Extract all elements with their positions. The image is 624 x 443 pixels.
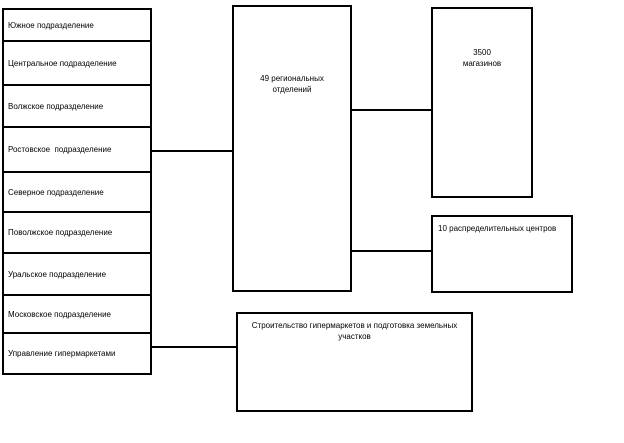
regional-offices-line1: 49 региональных bbox=[260, 74, 324, 83]
construction-box: Строительство гипермаркетов и подготовка… bbox=[236, 312, 473, 412]
division-box: Московское подразделение bbox=[4, 296, 150, 334]
connector-regional-to-distribution bbox=[352, 250, 431, 252]
regional-offices-box: 49 региональных отделений bbox=[232, 5, 352, 292]
division-box: Волжское подразделение bbox=[4, 86, 150, 128]
division-label: Поволжское подразделение bbox=[8, 228, 113, 237]
division-box: Управление гипермаркетами bbox=[4, 334, 150, 373]
division-label: Управление гипермаркетами bbox=[8, 349, 116, 358]
distribution-centers-label: 10 распределительных центров bbox=[438, 224, 557, 233]
division-box: Уральское подразделение bbox=[4, 254, 150, 296]
stores-count: 3500 bbox=[473, 48, 491, 57]
division-label: Северное подразделение bbox=[8, 187, 104, 197]
division-box: Южное подразделение bbox=[4, 10, 150, 42]
regional-offices-line2: отделений bbox=[272, 85, 312, 94]
connector-divisions-to-construction bbox=[152, 346, 236, 348]
division-box: Ростовское подразделение bbox=[4, 128, 150, 173]
division-label: Ростовское подразделение bbox=[8, 145, 112, 154]
division-list: Южное подразделение Центральное подразде… bbox=[2, 8, 152, 375]
division-label: Уральское подразделение bbox=[8, 269, 107, 279]
distribution-centers-box: 10 распределительных центров bbox=[431, 215, 573, 293]
division-box: Центральное подразделение bbox=[4, 42, 150, 86]
division-label: Центральное подразделение bbox=[8, 58, 117, 68]
division-label: Волжское подразделение bbox=[8, 101, 104, 111]
division-box: Поволжское подразделение bbox=[4, 213, 150, 254]
stores-label: магазинов bbox=[462, 59, 502, 68]
division-box: Северное подразделение bbox=[4, 173, 150, 213]
connector-regional-to-stores bbox=[352, 109, 431, 111]
division-label: Московское подразделение bbox=[8, 309, 111, 319]
stores-box: 3500 магазинов bbox=[431, 7, 533, 198]
division-label: Южное подразделение bbox=[8, 20, 94, 30]
connector-divisions-to-regional bbox=[152, 150, 232, 152]
construction-label: Строительство гипермаркетов и подготовка… bbox=[251, 321, 458, 341]
